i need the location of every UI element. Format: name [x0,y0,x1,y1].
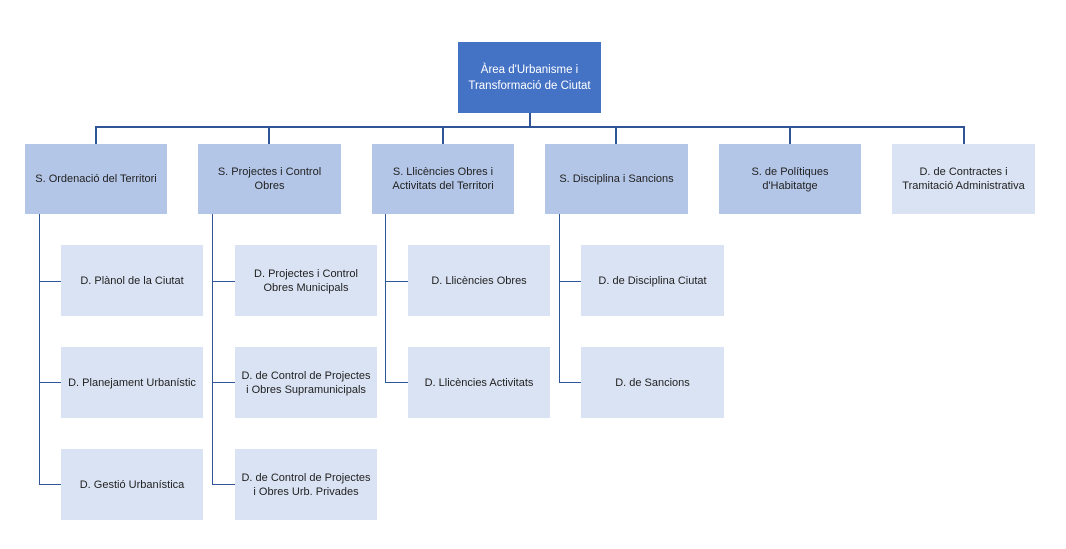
unit-projectes-obres-municipals: D. Projectes i Control Obres Municipals [235,245,377,316]
unit-llicencies-activitats: D. Llicències Activitats [408,347,550,418]
unit-control-obres-supramunicipals: D. de Control de Projectes i Obres Supra… [235,347,377,418]
unit-tick-2-3 [212,484,235,485]
unit-spine-2 [212,214,213,485]
unit-tick-3-1 [385,281,408,282]
unit-control-obres-privades: D. de Control de Projectes i Obres Urb. … [235,449,377,520]
section-politiques-habitatge: S. de Polítiques d'Habitatge [719,144,861,214]
section-drop-2 [268,126,270,144]
section-contractes-tramitacio: D. de Contractes i Tramitació Administra… [892,144,1035,214]
section-drop-6 [963,126,965,144]
unit-llicencies-obres: D. Llicències Obres [408,245,550,316]
unit-tick-2-1 [212,281,235,282]
unit-gestio-urbanistica: D. Gestió Urbanística [61,449,203,520]
unit-planol-ciutat: D. Plànol de la Ciutat [61,245,203,316]
horizontal-bus [95,126,965,128]
unit-tick-3-2 [385,382,408,383]
unit-disciplina-ciutat: D. de Disciplina Ciutat [581,245,724,316]
unit-tick-2-2 [212,382,235,383]
root-node: Àrea d'Urbanisme i Transformació de Ciut… [458,42,601,113]
unit-tick-1-1 [39,281,61,282]
unit-spine-3 [385,214,386,383]
unit-spine-1 [39,214,40,485]
section-projectes-control-obres: S. Projectes i Control Obres [198,144,341,214]
unit-sancions: D. de Sancions [581,347,724,418]
section-drop-5 [789,126,791,144]
section-ordenacio-territori: S. Ordenació del Territori [25,144,167,214]
unit-tick-1-3 [39,484,61,485]
unit-spine-4 [559,214,560,383]
unit-tick-4-1 [559,281,581,282]
root-connector [529,113,531,127]
unit-tick-1-2 [39,382,61,383]
section-disciplina-sancions: S. Disciplina i Sancions [545,144,688,214]
section-drop-3 [442,126,444,144]
section-drop-4 [615,126,617,144]
unit-planejament-urbanistic: D. Planejament Urbanístic [61,347,203,418]
unit-tick-4-2 [559,382,581,383]
section-drop-1 [95,126,97,144]
section-llicencies-obres-activitats: S. Llicències Obres i Activitats del Ter… [372,144,514,214]
